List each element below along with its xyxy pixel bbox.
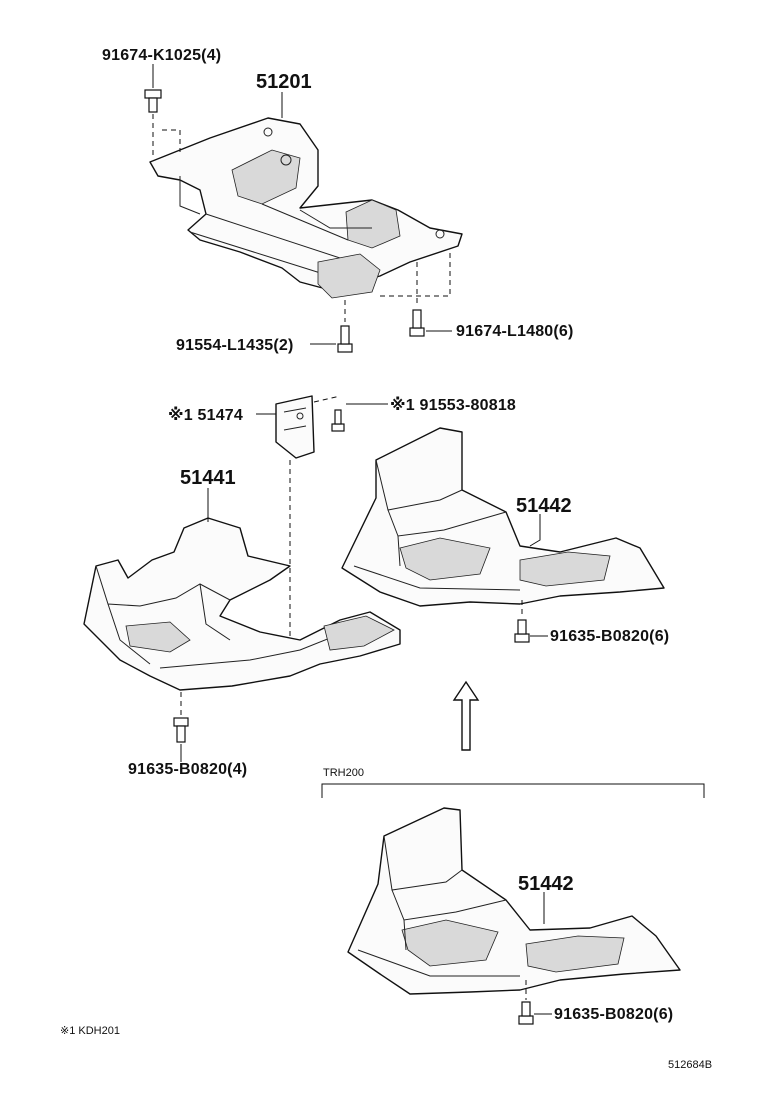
label-screw-91553-80818: ※1 91553-80818 — [390, 396, 516, 414]
bolt-91674-L1480 — [409, 309, 425, 337]
label-bolt-91674-K1025: 91674-K1025(4) — [102, 47, 221, 64]
label-bolt-91635-B0820-6-bottom: 91635-B0820(6) — [554, 1006, 673, 1023]
label-cover-51442-bottom: 51442 — [518, 873, 574, 895]
engine-under-cover-51441 — [83, 517, 401, 691]
engine-under-cover-51442-bottom — [347, 807, 681, 995]
label-variant-TRH200: TRH200 — [323, 767, 364, 779]
variant-bracket-line — [321, 783, 705, 798]
label-bolt-91554-L1435: 91554-L1435(2) — [176, 337, 294, 354]
bolt-91635-B0820-4 — [173, 717, 189, 743]
footnote: ※1 KDH201 — [60, 1025, 120, 1037]
engine-under-cover-51442-top — [341, 427, 665, 607]
bolt-91635-B0820-6-top — [514, 619, 530, 643]
bolt-91635-B0820-6-bottom — [518, 1001, 534, 1025]
bolt-91554-L1435 — [337, 325, 353, 353]
label-bolt-91635-B0820-6-top: 91635-B0820(6) — [550, 628, 669, 645]
label-bracket-51474: ※1 51474 — [168, 406, 243, 424]
label-bolt-91674-L1480: 91674-L1480(6) — [456, 323, 574, 340]
bolt-91674-K1025 — [144, 89, 162, 113]
bracket-51474 — [275, 395, 315, 459]
crossmember-51201 — [149, 117, 463, 299]
up-arrow-icon — [452, 680, 480, 751]
label-cover-51441: 51441 — [180, 467, 236, 489]
label-bolt-91635-B0820-4: 91635-B0820(4) — [128, 761, 247, 778]
label-cover-51442-top: 51442 — [516, 495, 572, 517]
screw-91553-80818 — [331, 409, 345, 432]
label-crossmember-51201: 51201 — [256, 71, 312, 93]
figure-id: 512684B — [668, 1059, 712, 1071]
